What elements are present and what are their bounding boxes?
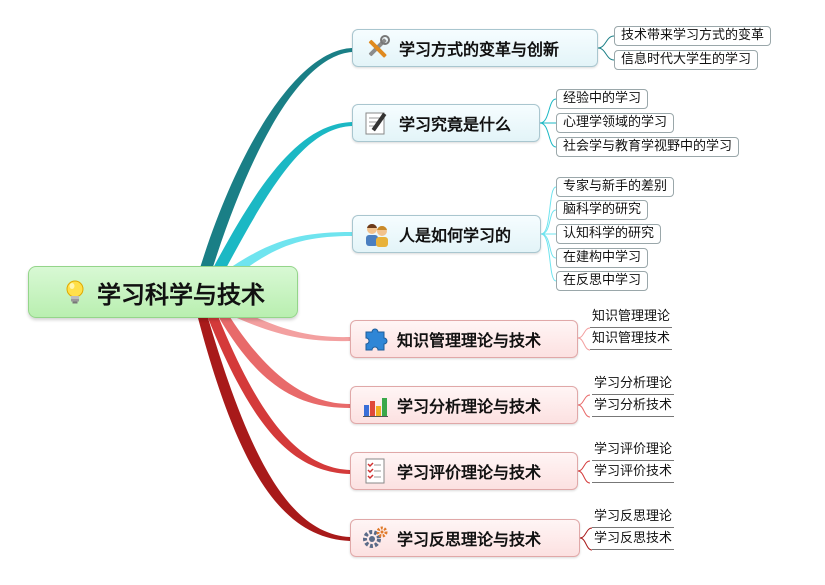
topic-learning-evaluation[interactable]: 学习评价理论与技术 [350, 452, 578, 490]
topic-label: 人是如何学习的 [399, 226, 512, 245]
subtopic-item[interactable]: 脑科学的研究 [556, 200, 649, 220]
topic-label: 学习评价理论与技术 [397, 463, 542, 482]
topic-knowledge-management[interactable]: 知识管理理论与技术 [350, 320, 578, 358]
subtopic-item[interactable]: 经验中的学习 [556, 89, 649, 109]
topic-learning-mode-reform[interactable]: 学习方式的变革与创新 [352, 29, 598, 67]
topic-learning-analytics[interactable]: 学习分析理论与技术 [350, 386, 578, 424]
tools-icon [363, 34, 391, 62]
branch-connector-7 [198, 318, 350, 541]
root-topic[interactable]: 学习科学与技术 [28, 266, 298, 318]
subtopic-item[interactable]: 心理学领域的学习 [556, 113, 675, 133]
subtopic-item[interactable]: 信息时代大学生的学习 [614, 50, 759, 70]
subtopic-item[interactable]: 技术带来学习方式的变革 [614, 26, 772, 46]
leaf-connector [540, 233, 557, 259]
branch-connector-6 [208, 316, 350, 474]
puzzle-icon [361, 325, 389, 353]
gears-icon [361, 524, 389, 552]
leaf-connector [577, 337, 591, 351]
people-icon [363, 220, 391, 248]
lightbulb-icon [61, 278, 89, 306]
subtopic-item[interactable]: 社会学与教育学视野中的学习 [556, 137, 740, 157]
leaf-connector [539, 98, 557, 124]
leaf-connector [597, 47, 615, 61]
topic-learning-reflection[interactable]: 学习反思理论与技术 [350, 519, 580, 557]
leaf-connector [540, 233, 557, 282]
topic-label: 学习方式的变革与创新 [399, 40, 560, 59]
leaf-connector [577, 404, 591, 418]
writing-pen-icon [363, 109, 391, 137]
branch-connector-2 [212, 122, 352, 272]
subtopic-item[interactable]: 学习分析技术 [592, 397, 675, 417]
root-topic-label: 学习科学与技术 [97, 280, 265, 309]
leaf-connector [539, 122, 557, 148]
topic-label: 学习分析理论与技术 [397, 397, 542, 416]
topic-what-is-learning[interactable]: 学习究竟是什么 [352, 104, 540, 142]
subtopic-item[interactable]: 认知科学的研究 [556, 224, 662, 244]
subtopic-item[interactable]: 学习反思理论 [592, 508, 675, 528]
branch-connector-5 [218, 314, 350, 408]
topic-label: 学习究竟是什么 [399, 115, 512, 134]
leaf-connector [577, 460, 591, 472]
leaf-connector [579, 537, 593, 551]
branch-connector-1 [200, 48, 352, 270]
topic-how-people-learn[interactable]: 人是如何学习的 [352, 215, 541, 253]
leaf-connector [579, 527, 593, 539]
subtopic-item[interactable]: 在建构中学习 [556, 248, 649, 268]
subtopic-item[interactable]: 知识管理技术 [590, 330, 673, 350]
topic-label: 知识管理理论与技术 [397, 331, 542, 350]
leaf-connector [597, 35, 615, 49]
subtopic-item[interactable]: 在反思中学习 [556, 271, 649, 291]
bar-chart-icon [361, 391, 389, 419]
leaf-connector [577, 327, 591, 339]
subtopic-item[interactable]: 学习评价技术 [592, 463, 675, 483]
subtopic-item[interactable]: 学习反思技术 [592, 530, 675, 550]
checklist-icon [361, 457, 389, 485]
topic-label: 学习反思理论与技术 [397, 530, 542, 549]
subtopic-item[interactable]: 专家与新手的差别 [556, 177, 675, 197]
leaf-connector [577, 470, 591, 484]
subtopic-item[interactable]: 知识管理理论 [590, 308, 673, 328]
leaf-connector [540, 209, 557, 235]
subtopic-item[interactable]: 学习分析理论 [592, 375, 675, 395]
leaf-connector [577, 394, 591, 406]
subtopic-item[interactable]: 学习评价理论 [592, 441, 675, 461]
leaf-connector [540, 186, 557, 235]
